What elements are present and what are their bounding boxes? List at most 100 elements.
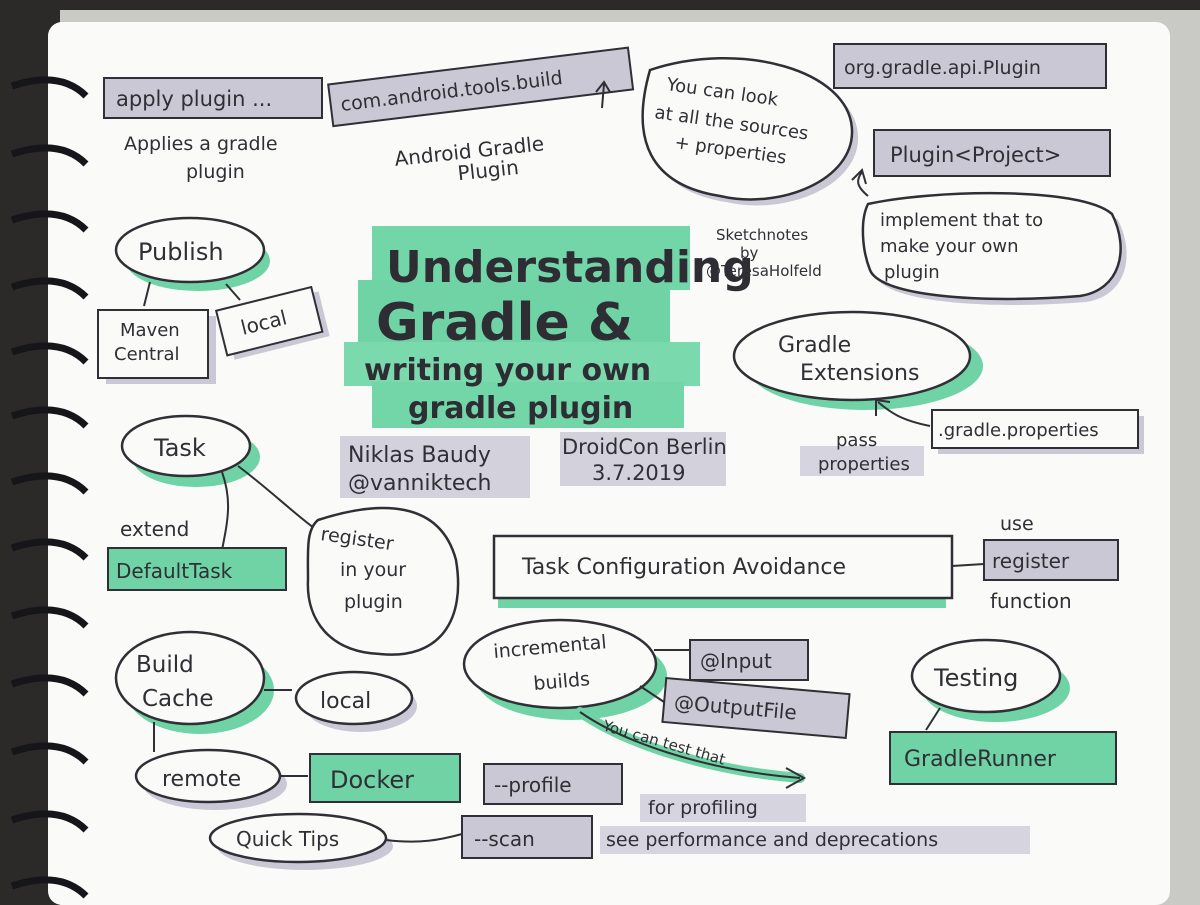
scan-box (461, 815, 593, 859)
implement-note-2: make your own (880, 236, 1018, 257)
tips-connector (385, 833, 463, 843)
task-label: Task (153, 434, 206, 462)
title-line-2: Gradle & (376, 293, 633, 353)
profile-note: for profiling (648, 797, 758, 819)
testing-connector (925, 707, 941, 731)
implement-note-1: implement that to (880, 210, 1043, 231)
output-box (661, 676, 851, 740)
use-label: use (1000, 513, 1034, 535)
register-note-2: in your (340, 559, 406, 581)
org-plugin-label: org.gradle.api.Plugin (844, 57, 1041, 79)
register-fn-label: register (992, 549, 1070, 573)
credit-line-1: Sketchnotes (716, 226, 808, 244)
implement-note-3: plugin (884, 262, 940, 283)
publish-bubble (114, 216, 266, 284)
title-highlight-1 (372, 226, 690, 290)
scan-label: --scan (474, 827, 535, 851)
profile-box (483, 763, 623, 805)
apply-plugin-note-2: plugin (186, 161, 245, 183)
apply-plugin-box (103, 77, 323, 119)
cache-local-bubble (294, 670, 414, 726)
testing-label: Testing (933, 664, 1018, 692)
docker-label: Docker (330, 766, 414, 794)
title-line-3: writing your own (364, 353, 651, 388)
avoidance-connector (951, 563, 985, 567)
plugin-project-label: Plugin<Project> (890, 143, 1061, 167)
maven-box (97, 309, 209, 379)
sketchnote-credit: Sketchnotes by @TeresaHolfeld (706, 226, 822, 280)
runner-label: GradleRunner (904, 747, 1057, 772)
maven-label-2: Central (114, 344, 180, 365)
incremental-line-2: builds (533, 668, 591, 695)
event-date: 3.7.2019 (592, 461, 686, 485)
incremental-bubble (462, 618, 658, 710)
credit-line-3: @TeresaHolfeld (706, 262, 822, 280)
event-name: DroidCon Berlin (562, 435, 727, 459)
plugin-project-box (873, 129, 1111, 177)
title-highlight-4 (372, 382, 684, 428)
task-bubble (120, 414, 252, 478)
speaker-name: Niklas Baudy (348, 443, 491, 468)
plugin-project-arrow (851, 168, 869, 197)
pass-properties-highlight (800, 446, 924, 476)
default-task-label: DefaultTask (116, 559, 233, 583)
event-highlight (560, 432, 726, 486)
pass-properties-note-1: pass (836, 430, 877, 451)
profile-label: --profile (494, 773, 572, 797)
cache-local-label: local (320, 689, 371, 714)
title-line-4: gradle plugin (408, 391, 633, 426)
title-line-1: Understanding (386, 242, 754, 293)
publish-connector-left (143, 281, 151, 307)
speaker-highlight (340, 436, 530, 498)
publish-local-group: local (214, 285, 330, 360)
sources-bubble (641, 57, 854, 201)
title-block: Understanding Gradle & writing your own … (344, 226, 754, 428)
gradle-properties-box (931, 409, 1139, 449)
org-plugin-box (833, 43, 1107, 89)
profile-note-highlight (640, 794, 806, 822)
avoidance-label: Task Configuration Avoidance (521, 555, 846, 580)
input-box (689, 639, 809, 681)
register-note-3: plugin (344, 591, 403, 613)
speaker-info: Niklas Baudy @vanniktech (340, 436, 530, 498)
title-highlight-3 (344, 342, 700, 386)
extensions-arrow (875, 398, 931, 427)
speaker-handle: @vanniktech (348, 471, 491, 496)
runner-box (889, 731, 1117, 785)
tips-bubble (208, 812, 388, 864)
scan-note-highlight (600, 826, 1030, 854)
incremental-to-output (639, 685, 665, 703)
build-cache-bubble (114, 630, 266, 726)
register-fn-box (983, 539, 1119, 581)
task-connector-down (221, 471, 230, 551)
build-cache-line-2: Cache (142, 686, 214, 712)
default-task-box (107, 547, 287, 591)
extensions-bubble (732, 310, 972, 402)
maven-label-1: Maven (120, 320, 180, 341)
publish-local-box (214, 285, 324, 357)
android-arrow (595, 80, 611, 109)
publish-connector-right (225, 283, 241, 301)
extend-label: extend (120, 517, 189, 541)
test-arrow (579, 711, 807, 789)
gradle-properties-label: .gradle.properties (938, 420, 1099, 441)
title-highlight-2 (358, 280, 670, 346)
function-label: function (990, 589, 1072, 613)
scan-note: see performance and deprecations (606, 829, 938, 851)
apply-plugin-label: apply plugin ... (116, 87, 272, 111)
input-label: @Input (700, 649, 772, 673)
android-tools-box (327, 46, 635, 128)
build-cache-line-1: Build (136, 652, 194, 678)
register-bubble (306, 506, 460, 656)
task-connector-right (237, 465, 315, 529)
remote-label: remote (162, 767, 241, 792)
credit-line-2: by (740, 244, 759, 262)
avoidance-box (492, 534, 954, 600)
extensions-line-2: Extensions (800, 361, 919, 386)
apply-plugin-note-1: Applies a gradle (124, 133, 278, 155)
publish-label: Publish (138, 238, 224, 266)
implement-bubble (861, 191, 1122, 301)
docker-box (309, 753, 461, 803)
pass-properties-note-2: properties (818, 454, 910, 475)
spiral-binding (10, 76, 89, 899)
